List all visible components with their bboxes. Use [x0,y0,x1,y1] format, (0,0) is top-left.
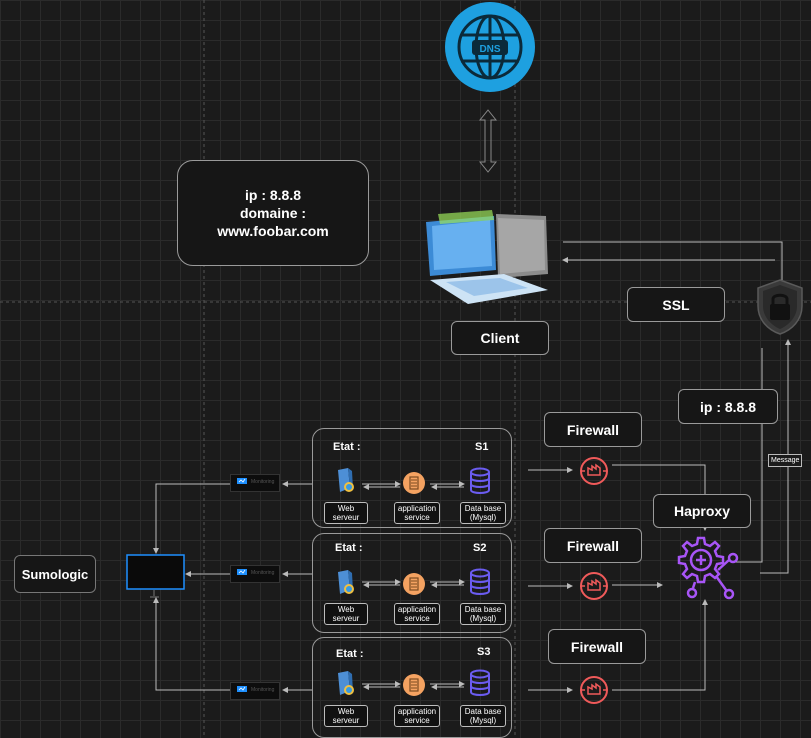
haproxy-label: Haproxy [673,503,731,519]
monitoring-node-2: Monitoring [230,565,280,583]
web-server-icon [334,570,358,596]
database-icon [468,467,492,495]
application-service-icon [402,471,426,495]
firewall-1-label: Firewall [566,421,620,438]
sumologic-label: Sumologic [21,566,89,582]
dns-client-arrow [478,109,498,173]
server-group-s1: Etat : S1 [312,428,512,528]
message-label: Message [768,454,803,467]
database-caption: Data base(Mysql) [460,603,506,625]
firewall-3-box: Firewall [548,629,646,664]
dns-label: DNS [479,44,500,55]
firewall-2-label: Firewall [566,537,620,554]
monitoring-node-1: Monitoring [230,474,280,492]
server-2-name: S2 [473,542,487,554]
firewall-1-icon [578,456,610,486]
web-server-icon [334,671,358,697]
ssl-box: SSL [627,287,725,322]
firewall-2-box: Firewall [544,528,642,563]
server-1-name: S1 [475,441,489,453]
firewall-3-icon [578,675,610,705]
sumologic-box: Sumologic [14,555,96,593]
haproxy-box: Haproxy [653,494,751,528]
server-3-etat: Etat : [336,648,364,660]
monitor-icon [237,686,247,692]
client-label-box: Client [451,321,549,355]
info-domain-label: domaine : [239,205,307,221]
server-3-name: S3 [477,646,491,658]
database-icon [468,568,492,596]
database-caption: Data base(Mysql) [460,502,506,524]
haproxy-gear-icon [668,532,740,602]
ip-box: ip : 8.8.8 [678,389,778,424]
firewall-1-box: Firewall [544,412,642,447]
lock-shield-icon [756,278,804,336]
client-computer-icon [424,210,552,306]
database-caption: Data base(Mysql) [460,705,506,727]
info-ip: ip : 8.8.8 [244,187,302,203]
web-server-icon [334,468,358,494]
info-domain: www.foobar.com [217,223,329,239]
sumologic-monitor-icon [126,554,186,600]
database-icon [468,669,492,697]
application-service-icon [402,572,426,596]
firewall-3-label: Firewall [570,638,624,655]
ip-label: ip : 8.8.8 [699,398,757,415]
client-label: Client [480,330,520,346]
server-group-s2: Etat : S2 [312,533,512,633]
ssl-label: SSL [662,296,690,313]
monitoring-node-3: Monitoring [230,682,280,700]
server-2-etat: Etat : [335,542,363,554]
firewall-2-icon [578,571,610,601]
monitor-icon [237,478,247,484]
application-service-icon [402,673,426,697]
dns-info-box: ip : 8.8.8 domaine : www.foobar.com [177,160,369,266]
dns-icon: DNS [444,1,536,93]
server-1-etat: Etat : [333,441,361,453]
monitor-icon [237,569,247,575]
